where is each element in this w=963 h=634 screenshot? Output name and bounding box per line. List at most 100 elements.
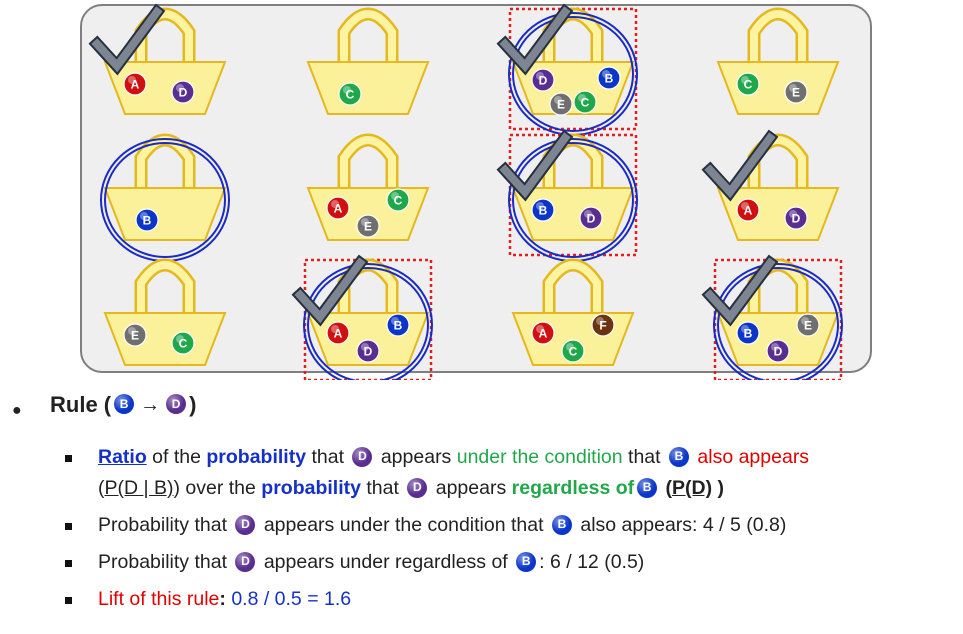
ball-D-icon: D: [407, 477, 428, 498]
svg-text:E: E: [364, 220, 372, 234]
ball-D-icon: D: [356, 339, 380, 363]
rule-details: Ratio of the probability that D appears …: [60, 442, 940, 621]
svg-text:E: E: [792, 86, 800, 100]
svg-text:C: C: [744, 78, 753, 92]
svg-text:C: C: [179, 337, 188, 351]
svg-text:C: C: [581, 96, 590, 110]
ball-A-icon: A: [326, 196, 350, 220]
basket-body: [103, 312, 227, 366]
ball-F-icon: F: [591, 313, 615, 337]
ball-A-icon: A: [326, 321, 350, 345]
text: appears under regardless of: [258, 551, 514, 573]
ball-B-icon: B: [668, 446, 689, 467]
text: that: [306, 446, 350, 468]
ball-D-icon: D: [766, 339, 790, 363]
basket: EC: [103, 258, 227, 366]
svg-text:A: A: [334, 202, 343, 216]
ball-E-icon: E: [796, 313, 820, 337]
svg-text:E: E: [804, 319, 812, 333]
ball-C-icon: C: [561, 339, 585, 363]
ball-C-icon: C: [338, 82, 362, 106]
svg-text:F: F: [599, 319, 606, 333]
ball-D-icon: D: [235, 514, 256, 535]
svg-text:D: D: [774, 345, 783, 359]
svg-text:B: B: [605, 72, 614, 86]
ball-B-icon: B: [637, 477, 658, 498]
ball-B-icon: B: [597, 66, 621, 90]
ratio-term: Ratio: [98, 446, 147, 468]
ball-D-icon: D: [579, 206, 603, 230]
ball-E-icon: E: [784, 80, 808, 104]
rule-title: Rule ( B → D ): [50, 392, 196, 418]
text: Probability that: [98, 551, 233, 573]
svg-text:C: C: [569, 345, 578, 359]
ball-B-icon: B: [114, 394, 135, 414]
svg-text:B: B: [539, 204, 548, 218]
ball-B-icon: B: [551, 514, 572, 535]
selection-circle: [717, 267, 839, 380]
svg-text:B: B: [143, 214, 152, 228]
basket: C: [306, 7, 430, 115]
ball-C-icon: C: [736, 72, 760, 96]
pd-term: P(D): [672, 477, 713, 499]
text: appears: [375, 446, 457, 468]
selection-circle: [104, 142, 226, 258]
text: that: [622, 446, 666, 468]
svg-text:C: C: [346, 88, 355, 102]
list-item: Probability that D appears under the con…: [60, 510, 940, 541]
ball-B-icon: B: [386, 313, 410, 337]
basket-body: [716, 61, 840, 115]
arrow-icon: →: [140, 393, 161, 416]
selection-circle: [307, 267, 429, 380]
rule-suffix: ): [189, 392, 197, 417]
basket: A F C: [511, 258, 635, 366]
basket: CE: [716, 7, 840, 115]
svg-text:A: A: [744, 204, 753, 218]
list-item: Probability that D appears under regardl…: [60, 547, 940, 578]
regardless-term: regardless of: [511, 477, 635, 499]
ball-E-icon: E: [356, 214, 380, 238]
list-item: Ratio of the probability that D appears …: [60, 442, 940, 504]
svg-text:D: D: [587, 212, 596, 226]
probability-term: probability: [206, 446, 307, 468]
ball-B-icon: B: [135, 208, 159, 232]
ball-C-icon: C: [573, 90, 597, 114]
lift-value: 0.8 / 0.5 = 1.6: [231, 588, 352, 610]
ball-D-icon: D: [235, 551, 256, 572]
svg-text:D: D: [179, 86, 188, 100]
text: : 6 / 12 (0.5): [539, 551, 645, 573]
ball-B-icon: B: [516, 551, 537, 572]
ball-B-icon: B: [531, 198, 555, 222]
rule-prefix: Rule (: [50, 392, 112, 417]
basket-body: [103, 61, 227, 115]
text: ) over the: [173, 477, 262, 499]
basket-body: [716, 187, 840, 241]
ball-C-icon: C: [386, 188, 410, 212]
selection-circle: [512, 16, 634, 132]
svg-text:D: D: [792, 212, 801, 226]
lift-label: Lift of this rule: [98, 588, 220, 610]
ball-E-icon: E: [549, 92, 573, 116]
basket-body: [306, 61, 430, 115]
probability-term: probability: [261, 477, 361, 499]
basket: A C E: [306, 133, 430, 241]
text: that: [360, 477, 405, 499]
selection-circle: [512, 142, 634, 258]
text: (: [660, 477, 673, 499]
svg-text:C: C: [394, 194, 403, 208]
ball-D-icon: D: [784, 206, 808, 230]
text: of the: [146, 446, 207, 468]
text: :: [219, 588, 232, 610]
svg-text:A: A: [539, 327, 548, 341]
list-item: Lift of this rule: 0.8 / 0.5 = 1.6: [60, 584, 940, 615]
also-appears-term: also appears: [691, 446, 810, 468]
basket-body: [511, 187, 635, 241]
ball-A-icon: A: [531, 321, 555, 345]
text: Probability that: [98, 514, 233, 536]
basket: BD: [496, 129, 638, 262]
ball-A-icon: A: [736, 198, 760, 222]
basket: BED: [701, 254, 843, 380]
text: appears under the condition that: [258, 514, 549, 536]
ball-E-icon: E: [123, 323, 147, 347]
